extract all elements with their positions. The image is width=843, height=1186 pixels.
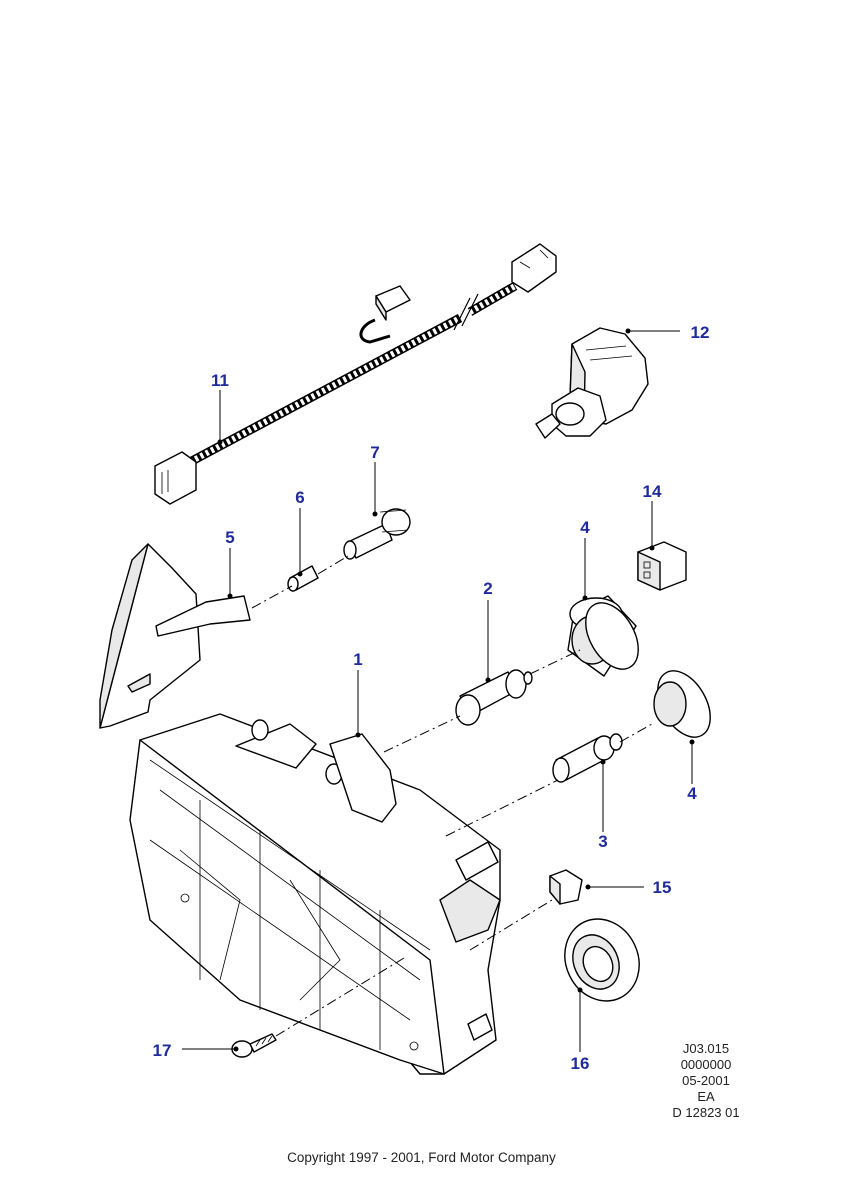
reference-block: J03.015 0000000 05-2001 EA D 12823 01 — [672, 1041, 739, 1120]
callout-3: 3 — [598, 832, 607, 851]
copyright-footer: Copyright 1997 - 2001, Ford Motor Compan… — [287, 1150, 556, 1165]
callout-2: 2 — [483, 579, 492, 598]
dust-cap-lower-part — [653, 670, 711, 738]
callout-16: 16 — [571, 1054, 590, 1073]
callout-4-lower: 4 — [687, 784, 697, 803]
leader-lines — [182, 328, 695, 1052]
callout-12: 12 — [691, 323, 710, 342]
reference-line-3: 05-2001 — [682, 1073, 730, 1088]
callout-1: 1 — [353, 650, 362, 669]
sidelight-housing-part — [99, 543, 251, 729]
wiring-harness-part — [154, 243, 557, 505]
reference-line-4: EA — [697, 1089, 715, 1104]
reference-line-5: D 12823 01 — [672, 1105, 739, 1120]
callout-17: 17 — [153, 1041, 172, 1060]
callout-6: 6 — [295, 488, 304, 507]
screw-part — [231, 1033, 277, 1058]
side-bulb-part — [552, 733, 623, 783]
headlamp-assembly-part — [129, 713, 501, 1075]
callout-14: 14 — [643, 482, 662, 501]
callout-5: 5 — [225, 528, 234, 547]
callout-4-upper: 4 — [580, 518, 590, 537]
grommet-part — [564, 918, 640, 1002]
connector-part — [637, 541, 687, 591]
reference-line-1: J03.015 — [683, 1041, 729, 1056]
headlamp-adjuster-motor-part — [535, 327, 649, 439]
callout-11: 11 — [211, 371, 229, 390]
dust-cap-upper-part — [567, 595, 639, 677]
reference-line-2: 0000000 — [681, 1057, 732, 1072]
callout-15: 15 — [653, 878, 672, 897]
headlamp-bulb-part — [455, 669, 533, 726]
capless-bulb-part — [287, 565, 319, 592]
alignment-lines — [251, 555, 653, 1037]
callout-7: 7 — [370, 443, 379, 462]
clip-part — [549, 869, 583, 905]
bulb-holder-part — [343, 508, 411, 560]
